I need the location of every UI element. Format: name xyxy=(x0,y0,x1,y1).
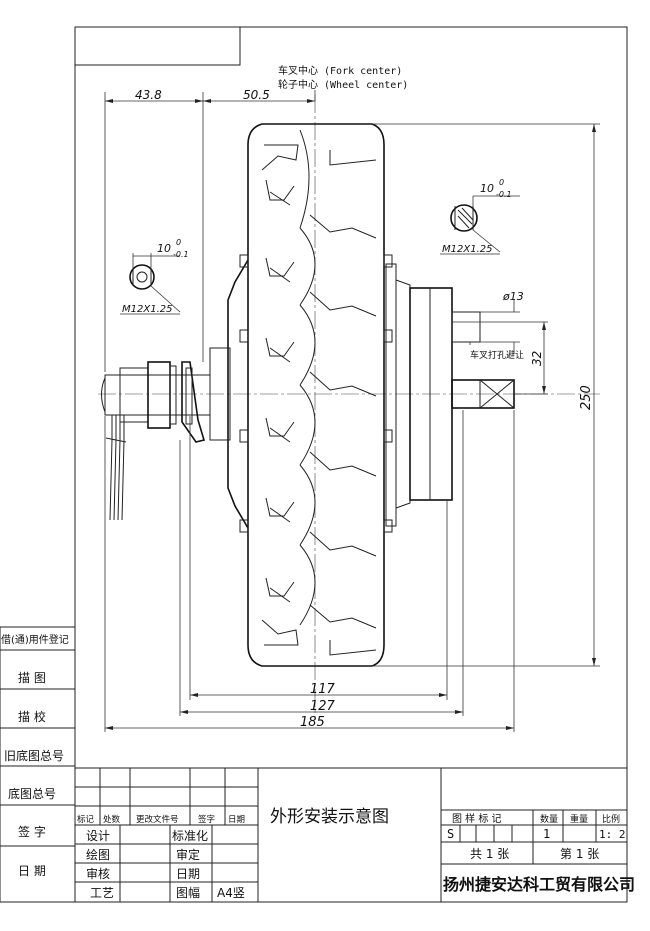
rev-header-date: 日期 xyxy=(228,815,245,825)
qty-header: 数量 xyxy=(540,813,558,825)
register-row-trace-check: 描 校 xyxy=(18,709,46,724)
dimension-43-8: 43.8 xyxy=(135,88,162,102)
register-row-old-base-no: 旧底图总号 xyxy=(4,748,64,763)
role-check: 审核 xyxy=(86,866,110,881)
left-axle-end-detail: 10 0 -0.1 M12X1.25 xyxy=(120,238,189,315)
dimension-32: 32 xyxy=(530,351,544,366)
right-thread-spec: M12X1.25 xyxy=(442,244,492,255)
register-row-signature: 签 字 xyxy=(18,824,46,839)
scale-value: 1: 2 xyxy=(599,828,626,841)
left-register-panel: 借(通)用件登记 描 图 描 校 旧底图总号 底图总号 签 字 日 期 xyxy=(0,626,76,903)
scale-header: 比例 xyxy=(602,813,620,825)
rev-header-mark: 标记 xyxy=(77,814,95,825)
weight-header: 重量 xyxy=(570,813,588,825)
role-draw: 绘图 xyxy=(86,847,110,862)
label-fork-clearance: 车叉打孔避让 xyxy=(470,349,524,361)
rev-header-count: 处数 xyxy=(103,814,121,825)
right-flat-nominal: 10 xyxy=(480,182,494,195)
rev-header-signature: 签字 xyxy=(198,814,215,825)
dimension-185: 185 xyxy=(300,715,325,730)
dimension-250: 250 xyxy=(579,385,594,410)
register-row-date: 日 期 xyxy=(18,864,46,878)
left-axle-assembly xyxy=(101,361,211,521)
dimension-250-group: 250 xyxy=(372,123,600,667)
left-flat-tol-upper: 0 xyxy=(176,238,181,247)
bottom-dimension-group: 117 127 185 xyxy=(104,410,515,732)
role-review: 审定 xyxy=(176,847,200,862)
total-sheets: 共 1 张 xyxy=(470,847,509,861)
drawing-title: 外形安装示意图 xyxy=(270,807,389,827)
role-standardize: 标准化 xyxy=(172,829,208,843)
dimension-127: 127 xyxy=(310,699,336,714)
drawing-frame xyxy=(74,26,628,903)
label-wheel-center: 轮子中心 (Wheel center) xyxy=(278,78,408,91)
stage-mark-value: S xyxy=(447,827,454,841)
top-dimension-group: 43.8 50.5 xyxy=(104,88,315,372)
tire xyxy=(247,123,385,667)
dimension-50-5: 50.5 xyxy=(243,88,270,102)
dimension-phi13: ø13 xyxy=(502,290,524,303)
sheet-size-value: A4竖 xyxy=(217,886,245,900)
stage-mark-header: 图 样 标 记 xyxy=(452,812,502,825)
rev-header-change-doc: 更改文件号 xyxy=(136,814,179,825)
role-sheet-size: 图幅 xyxy=(176,885,200,900)
label-fork-center: 车叉中心 (Fork center) xyxy=(278,64,402,77)
code-box xyxy=(74,26,241,66)
register-row-base-no: 底图总号 xyxy=(8,786,56,801)
role-process: 工艺 xyxy=(90,886,114,900)
right-axle-end-detail: 10 0 -0.1 M12X1.25 xyxy=(440,178,520,255)
company-name: 扬州捷安达科工贸有限公司 xyxy=(443,875,635,894)
role-date: 日期 xyxy=(176,867,200,881)
register-row-trace: 描 图 xyxy=(18,671,46,685)
hub-motor-body xyxy=(209,254,453,533)
left-thread-spec: M12X1.25 xyxy=(122,304,172,315)
left-flat-nominal: 10 xyxy=(157,242,171,255)
register-row-shared-parts: 借(通)用件登记 xyxy=(1,633,69,646)
sheet-number: 第 1 张 xyxy=(560,847,599,861)
right-flat-tol-upper: 0 xyxy=(499,178,504,187)
dimension-117: 117 xyxy=(310,682,336,697)
right-flat-tol-lower: -0.1 xyxy=(496,190,512,199)
left-flat-tol-lower: -0.1 xyxy=(173,250,189,259)
qty-value: 1 xyxy=(543,827,550,841)
title-block: 标记 处数 更改文件号 签字 日期 设计 标准化 绘图 审定 审核 日期 工艺 … xyxy=(74,767,635,903)
role-design: 设计 xyxy=(86,829,110,843)
right-axle-dimensions: ø13 32 车叉打孔避让 xyxy=(452,290,548,395)
